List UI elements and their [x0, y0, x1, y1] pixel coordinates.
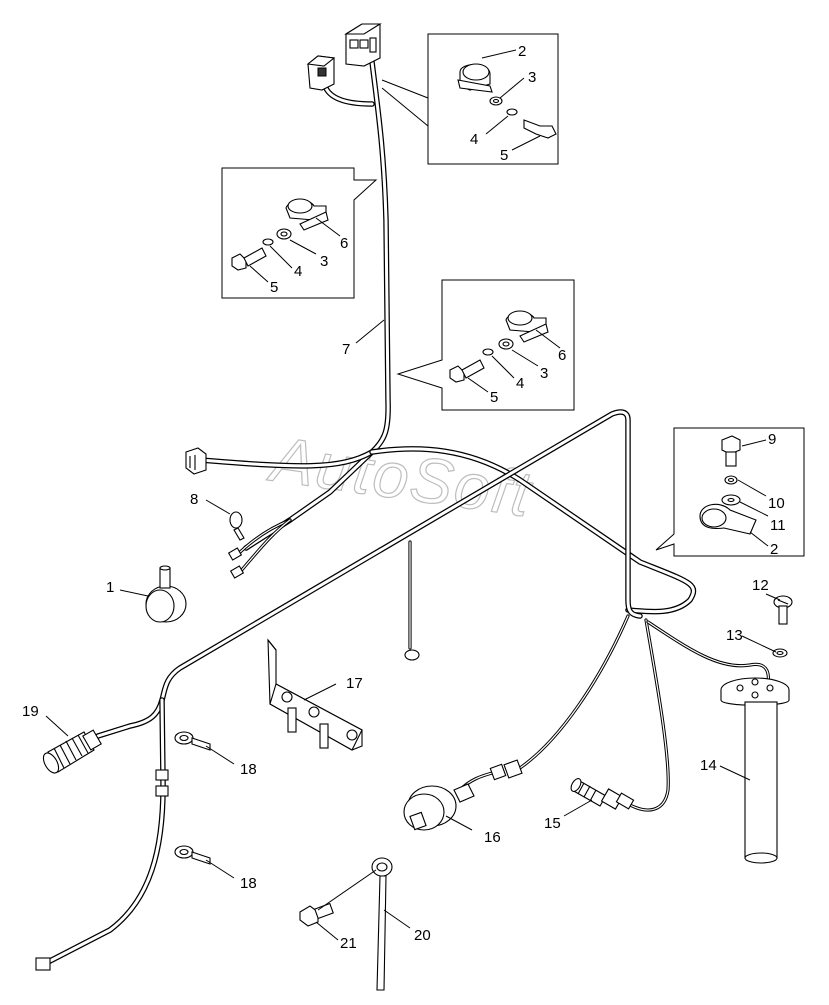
part-20-ring-strap	[371, 857, 393, 991]
callout-21: 21	[340, 935, 357, 952]
callout-4-center: 4	[516, 375, 524, 392]
part-18-ring-terminal-b	[174, 845, 211, 865]
part-12-screw	[773, 595, 793, 625]
callout-5-top: 5	[500, 147, 508, 164]
callout-4-left: 4	[294, 263, 302, 280]
callout-14: 14	[700, 757, 717, 774]
part-13-washer	[772, 648, 788, 658]
leader-lines	[45, 319, 781, 941]
harness-wires	[45, 59, 771, 965]
small-terminals	[227, 547, 245, 579]
callout-13: 13	[726, 627, 743, 644]
inset-frame-clamp-right	[655, 427, 805, 557]
callout-11: 11	[770, 517, 786, 534]
callout-3-left: 3	[320, 253, 328, 270]
callout-9: 9	[768, 431, 776, 448]
part-18-ring-terminal-a	[174, 731, 211, 751]
callout-3-top: 3	[528, 69, 536, 86]
watermark-text: AutoSoft	[263, 422, 536, 530]
ring-terminal-drop	[404, 649, 420, 661]
callout-10: 10	[768, 495, 785, 512]
callout-2-top: 2	[518, 43, 526, 60]
part-21-bolt	[299, 902, 334, 927]
callout-16: 16	[484, 829, 501, 846]
callout-18-lower: 18	[240, 875, 257, 892]
part-8-ring-terminal	[229, 511, 245, 541]
callout-20: 20	[414, 927, 431, 944]
inset-frame-clamp-left	[221, 167, 378, 299]
callout-3-center: 3	[540, 365, 548, 382]
callout-17: 17	[346, 675, 363, 692]
part-19-sensor	[42, 729, 102, 774]
callout-labels: 1 2 3 4 5 6 3 4 5 7 6 3 4 5 8 9 10 11 2 …	[22, 43, 786, 952]
connector-left	[185, 447, 207, 475]
callout-2-right: 2	[770, 541, 778, 558]
callout-15: 15	[544, 815, 561, 832]
part-15-sensor	[570, 778, 635, 810]
callout-12: 12	[752, 577, 769, 594]
callout-5-left: 5	[270, 279, 278, 296]
part-1-cap	[145, 565, 187, 623]
callout-6-center: 6	[558, 347, 566, 364]
callout-6-left: 6	[340, 235, 348, 252]
callout-5-center: 5	[490, 389, 498, 406]
callout-1: 1	[106, 579, 114, 596]
connector-bottom-left	[35, 957, 51, 971]
callout-19: 19	[22, 703, 39, 720]
callout-7: 7	[342, 341, 350, 358]
top-connector-small	[306, 55, 336, 91]
callout-4-top: 4	[470, 131, 478, 148]
inset-frame-clamp-top	[381, 33, 559, 165]
part-16-sender	[403, 759, 523, 831]
callout-18-upper: 18	[240, 761, 257, 778]
part-17-bracket	[267, 638, 363, 751]
inline-connectors	[155, 769, 169, 797]
inset-frame-clamp-center	[396, 279, 575, 411]
top-connector-large	[344, 23, 382, 67]
part-14-fuel-sender	[720, 677, 790, 864]
callout-8: 8	[190, 491, 198, 508]
